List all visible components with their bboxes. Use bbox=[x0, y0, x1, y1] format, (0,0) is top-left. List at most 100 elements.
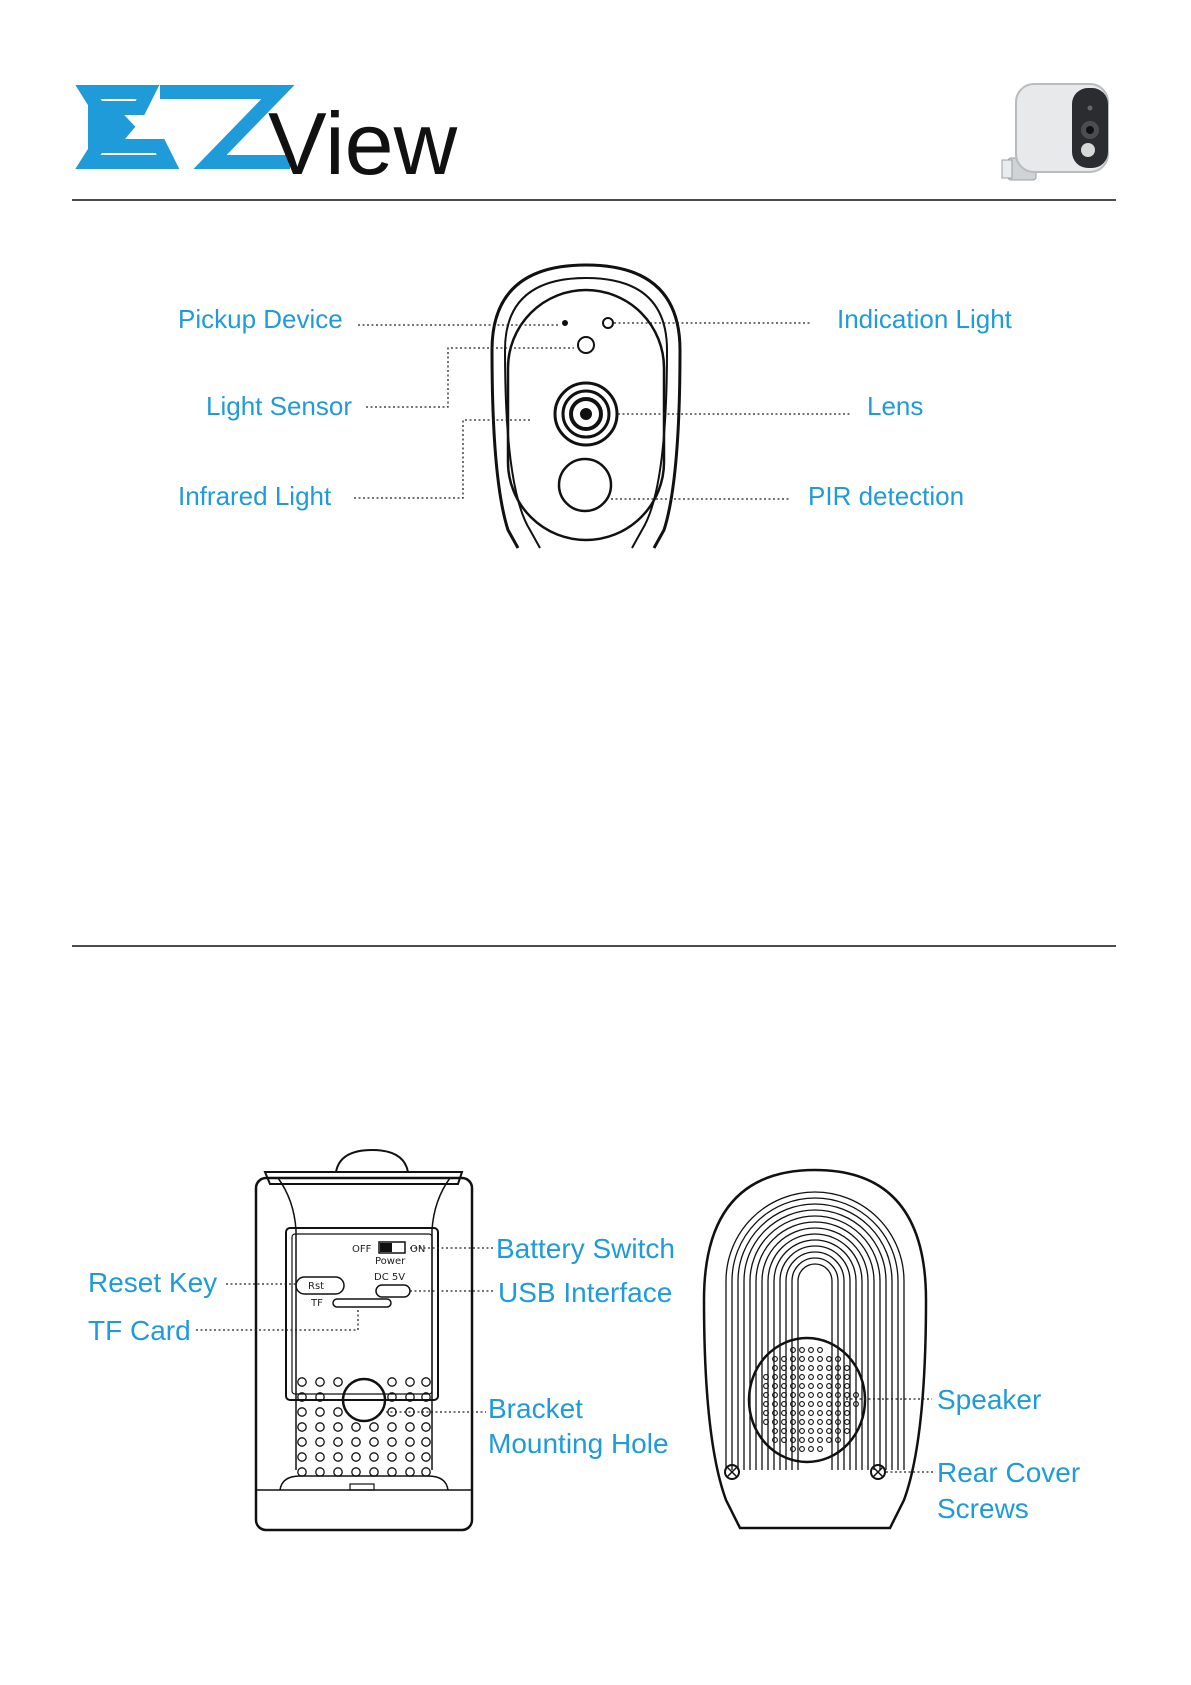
speaker-hole bbox=[809, 1357, 814, 1362]
speaker-hole bbox=[773, 1402, 778, 1407]
bottom-foot bbox=[280, 1476, 448, 1490]
speaker-hole bbox=[791, 1348, 796, 1353]
vent-hole bbox=[370, 1468, 378, 1476]
vent-hole bbox=[334, 1408, 342, 1416]
vent-holes bbox=[298, 1378, 430, 1476]
label-light-sensor: Light Sensor bbox=[206, 391, 352, 421]
speaker-hole bbox=[791, 1447, 796, 1452]
speaker-hole bbox=[827, 1411, 832, 1416]
vent-hole bbox=[422, 1423, 430, 1431]
rear-cover-diagram bbox=[704, 1170, 926, 1528]
speaker-hole bbox=[818, 1366, 823, 1371]
speaker-hole bbox=[773, 1375, 778, 1380]
vent-hole bbox=[334, 1378, 342, 1386]
vent-hole bbox=[334, 1453, 342, 1461]
speaker-hole bbox=[845, 1420, 850, 1425]
speaker-hole bbox=[773, 1393, 778, 1398]
speaker-hole bbox=[800, 1384, 805, 1389]
lens-center bbox=[580, 408, 592, 420]
vent-hole bbox=[406, 1423, 414, 1431]
speaker-hole bbox=[791, 1366, 796, 1371]
vent-hole bbox=[316, 1423, 324, 1431]
battery-switch-knob bbox=[380, 1243, 392, 1252]
speaker-hole bbox=[845, 1411, 850, 1416]
vent-hole bbox=[298, 1423, 306, 1431]
vent-hole bbox=[406, 1453, 414, 1461]
speaker-hole bbox=[791, 1420, 796, 1425]
tf-slot-text: TF bbox=[310, 1298, 323, 1309]
speaker-hole bbox=[773, 1429, 778, 1434]
vent-hole bbox=[334, 1468, 342, 1476]
speaker-hole bbox=[809, 1366, 814, 1371]
front-camera-diagram bbox=[492, 265, 680, 548]
speaker-hole bbox=[809, 1348, 814, 1353]
speaker-hole bbox=[773, 1357, 778, 1362]
speaker-hole bbox=[818, 1393, 823, 1398]
speaker-hole bbox=[827, 1384, 832, 1389]
speaker-hole bbox=[818, 1438, 823, 1443]
vent-hole bbox=[298, 1453, 306, 1461]
label-reset-key: Reset Key bbox=[88, 1267, 217, 1298]
label-pir-detection: PIR detection bbox=[808, 481, 964, 511]
speaker-hole bbox=[800, 1366, 805, 1371]
speaker-hole bbox=[845, 1402, 850, 1407]
speaker-hole bbox=[827, 1438, 832, 1443]
speaker-hole bbox=[791, 1429, 796, 1434]
rear-cover-shell bbox=[704, 1170, 926, 1528]
speaker-hole bbox=[845, 1393, 850, 1398]
speaker-hole bbox=[800, 1402, 805, 1407]
label-pickup-device: Pickup Device bbox=[178, 304, 343, 334]
back-leader-lines bbox=[196, 1248, 494, 1412]
speaker-hole bbox=[818, 1411, 823, 1416]
label-tf-card: TF Card bbox=[88, 1315, 191, 1346]
vent-hole bbox=[422, 1438, 430, 1446]
vent-hole bbox=[370, 1438, 378, 1446]
speaker-hole bbox=[809, 1411, 814, 1416]
label-battery-switch: Battery Switch bbox=[496, 1233, 675, 1264]
vent-hole bbox=[388, 1453, 396, 1461]
vent-hole bbox=[316, 1378, 324, 1386]
header-camera-image bbox=[1002, 84, 1108, 180]
speaker-hole bbox=[818, 1375, 823, 1380]
speaker-hole bbox=[773, 1438, 778, 1443]
vent-hole bbox=[298, 1378, 306, 1386]
pir-sensor bbox=[559, 459, 611, 511]
vent-hole bbox=[334, 1438, 342, 1446]
vent-hole bbox=[370, 1453, 378, 1461]
vent-hole bbox=[316, 1468, 324, 1476]
vent-hole bbox=[352, 1468, 360, 1476]
back-right-contour bbox=[432, 1178, 450, 1470]
speaker-hole bbox=[809, 1429, 814, 1434]
vent-hole bbox=[406, 1378, 414, 1386]
speaker-hole bbox=[809, 1447, 814, 1452]
speaker-hole bbox=[827, 1420, 832, 1425]
speaker-grille bbox=[749, 1338, 865, 1462]
usb-dc-text: DC 5V bbox=[374, 1272, 405, 1283]
indication-light-dot bbox=[603, 318, 613, 328]
speaker-hole bbox=[818, 1447, 823, 1452]
switch-off-text: OFF bbox=[352, 1244, 372, 1255]
speaker-hole bbox=[827, 1375, 832, 1380]
vent-hole bbox=[352, 1423, 360, 1431]
speaker-hole bbox=[809, 1420, 814, 1425]
speaker-hole bbox=[818, 1357, 823, 1362]
back-panel-inner bbox=[292, 1234, 432, 1394]
label-infrared-light: Infrared Light bbox=[178, 481, 332, 511]
speaker-hole bbox=[818, 1348, 823, 1353]
speaker-hole bbox=[791, 1402, 796, 1407]
speaker-hole bbox=[809, 1375, 814, 1380]
vent-hole bbox=[388, 1468, 396, 1476]
label-rear-cover: Rear Cover bbox=[937, 1457, 1080, 1488]
speaker-hole bbox=[791, 1357, 796, 1362]
vent-hole bbox=[352, 1453, 360, 1461]
speaker-hole bbox=[845, 1366, 850, 1371]
tf-card-slot bbox=[333, 1299, 391, 1307]
speaker-hole bbox=[791, 1411, 796, 1416]
usb-port bbox=[376, 1285, 410, 1297]
vent-hole bbox=[422, 1453, 430, 1461]
speaker-hole bbox=[800, 1348, 805, 1353]
speaker-hole bbox=[809, 1438, 814, 1443]
speaker-hole bbox=[845, 1384, 850, 1389]
speaker-hole bbox=[827, 1393, 832, 1398]
